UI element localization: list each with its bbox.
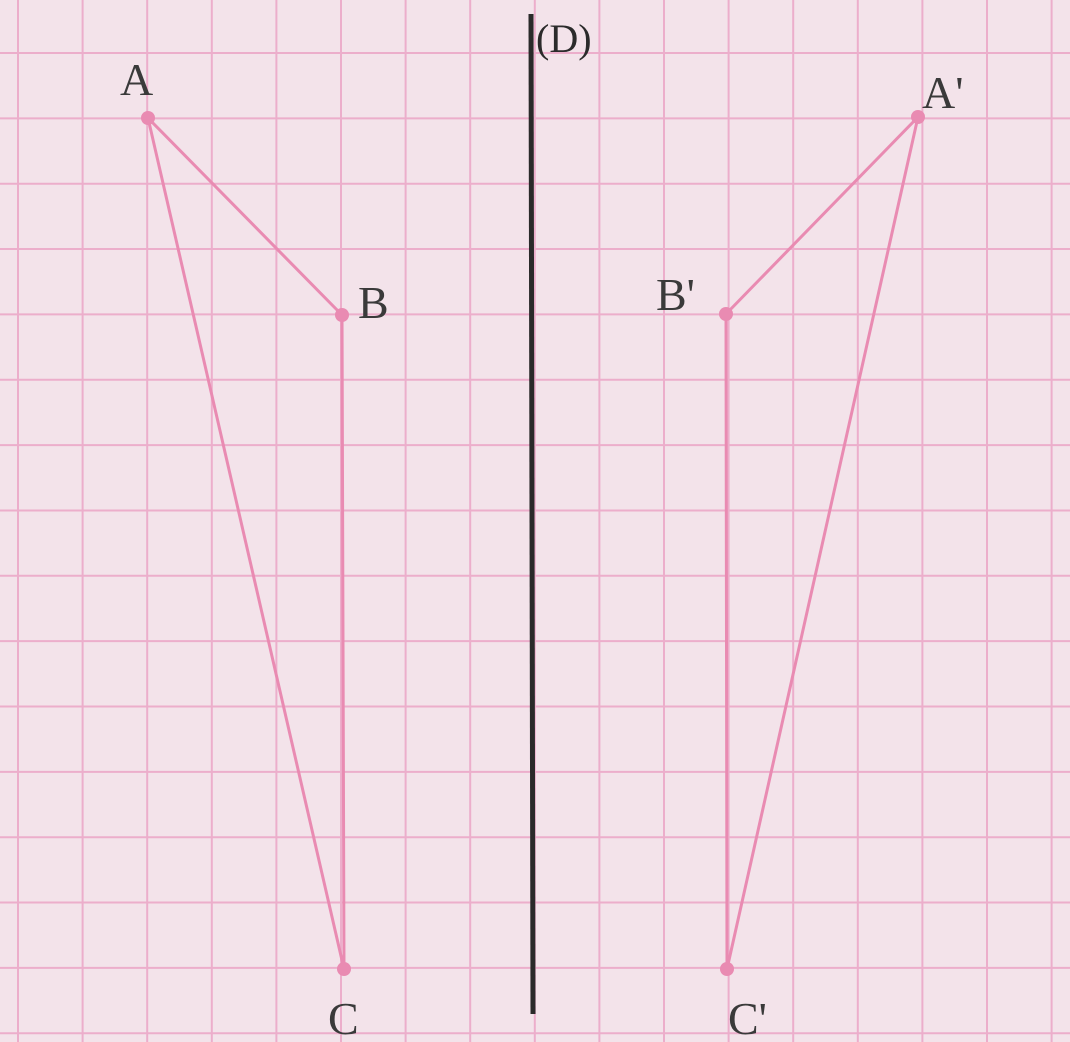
label-b: B <box>358 277 389 328</box>
axis-label-d: (D) <box>536 16 592 61</box>
segment-a2c2 <box>725 115 920 971</box>
segment-a2b2 <box>724 115 920 316</box>
segment-bc <box>340 313 346 971</box>
point-b-prime <box>719 307 733 321</box>
segment-ab <box>146 116 344 317</box>
label-a-prime: A' <box>922 67 964 118</box>
point-c-prime <box>720 962 734 976</box>
point-a-prime <box>911 110 925 124</box>
label-c-prime: C' <box>728 993 767 1042</box>
segment-b2c2 <box>724 312 729 971</box>
point-b <box>335 308 349 322</box>
symmetry-axis-d <box>528 13 536 1015</box>
label-a: A <box>120 54 153 105</box>
segment-ac <box>146 116 346 971</box>
point-c <box>337 962 351 976</box>
label-c: C <box>328 993 359 1042</box>
label-b-prime: B' <box>656 269 695 320</box>
point-a <box>141 111 155 125</box>
